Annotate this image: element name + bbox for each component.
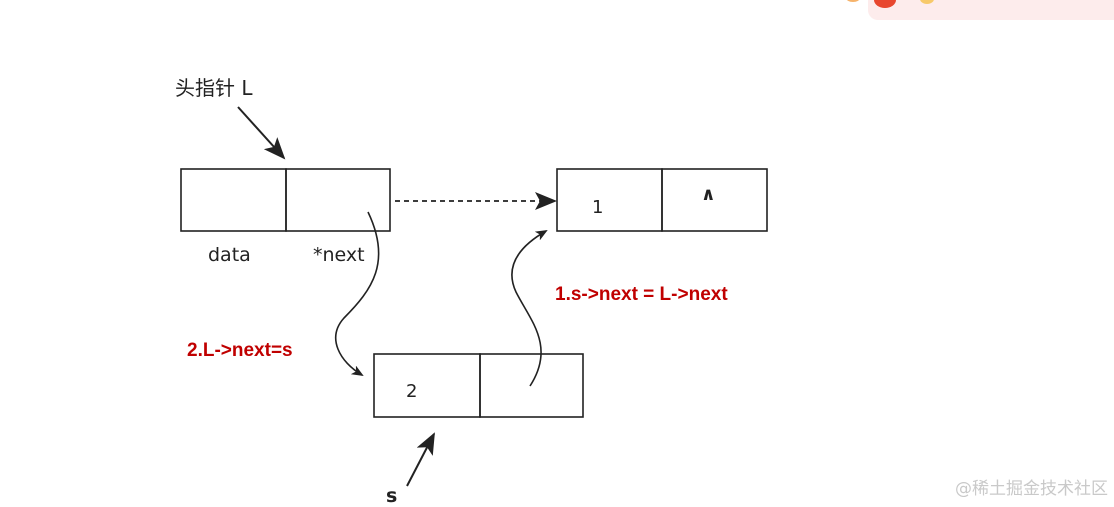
s-pointer-arrow bbox=[406, 432, 435, 487]
head-pointer-label: 头指针 L bbox=[175, 76, 253, 100]
s-pointer-label: s bbox=[386, 485, 398, 507]
node-1-value: 1 bbox=[592, 197, 604, 218]
node-s bbox=[373, 353, 584, 418]
watermark: @稀土掘金技术社区 bbox=[955, 479, 1108, 499]
red-dot-icon bbox=[874, 0, 896, 8]
node-1-data-cell bbox=[556, 168, 663, 232]
node-1-next-cell bbox=[661, 168, 768, 232]
yellow-dot-icon bbox=[920, 0, 934, 4]
step-1-label: 1.s->next = L->next bbox=[555, 284, 728, 305]
head-node-next-cell bbox=[285, 168, 391, 232]
orange-dot-icon bbox=[846, 0, 860, 2]
next-field-label: *next bbox=[313, 244, 365, 266]
head-pointer-arrow bbox=[237, 106, 286, 160]
data-field-label: data bbox=[208, 244, 251, 266]
node-s-data-cell bbox=[373, 353, 481, 418]
corner-badge bbox=[868, 0, 1114, 20]
node-s-value: 2 bbox=[406, 381, 418, 402]
step-2-curve-arrow bbox=[334, 211, 380, 377]
node-1 bbox=[556, 168, 768, 232]
head-node-data-cell bbox=[180, 168, 287, 232]
node-s-next-cell bbox=[479, 353, 584, 418]
step-2-label: 2.L->next=s bbox=[187, 340, 293, 361]
head-node bbox=[180, 168, 391, 232]
step-1-curve-arrow bbox=[511, 230, 548, 387]
null-symbol: ∧ bbox=[701, 184, 716, 205]
